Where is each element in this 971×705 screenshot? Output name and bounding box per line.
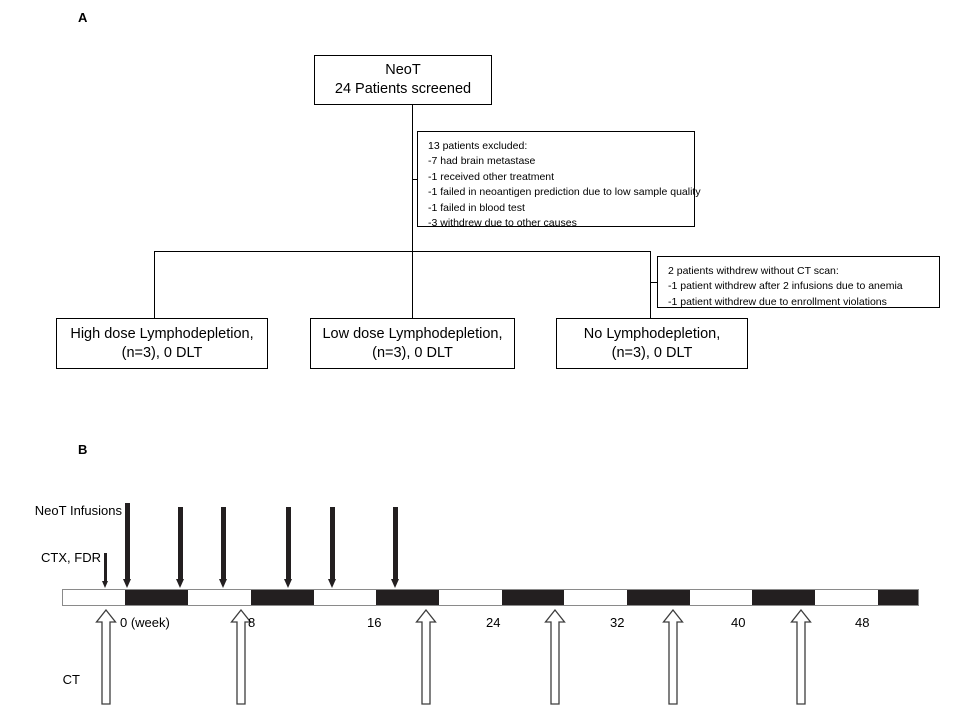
axis-tick-label: 8 <box>248 615 256 630</box>
timeline-segment <box>439 590 502 605</box>
axis-tick-label: 48 <box>855 615 870 630</box>
connector-split-bar <box>154 251 651 253</box>
exclusion-note-box: 13 patients excluded: -7 had brain metas… <box>417 131 701 229</box>
timeline-segment <box>752 590 815 605</box>
exclusion-note-header: 13 patients excluded: <box>428 140 528 152</box>
conditioning-arrow <box>102 553 109 588</box>
infusion-arrow <box>123 503 132 588</box>
ct-arrow <box>544 609 566 705</box>
axis-tick-label: 32 <box>610 615 625 630</box>
screening-box: NeoT 24 Patients screened <box>314 55 492 105</box>
ct-arrow <box>662 609 684 705</box>
screening-box-line2: 24 Patients screened <box>334 81 472 97</box>
axis-tick-label: 0 (week) <box>120 615 170 630</box>
arm-box-no-depletion: No Lymphodepletion, (n=3), 0 DLT <box>556 318 748 369</box>
withdrawal-note-header: 2 patients withdrew without CT scan: <box>668 265 839 277</box>
timeline-segment <box>627 590 690 605</box>
exclusion-note-item: -1 failed in blood test <box>428 201 525 214</box>
exclusion-note-item: -7 had brain metastase <box>428 155 536 168</box>
timeline-segment <box>314 590 376 605</box>
timeline-segment <box>251 590 314 605</box>
connector-drop-arm3 <box>650 251 652 318</box>
timeline-segment <box>564 590 627 605</box>
timeline-segment <box>188 590 251 605</box>
arm-box-line1: No Lymphodepletion, <box>583 325 721 342</box>
panel-label-a: A <box>78 10 88 25</box>
infusion-arrow <box>219 507 228 588</box>
timeline-segment <box>125 590 188 605</box>
exclusion-note-item: -1 received other treatment <box>428 170 555 183</box>
panel-label-b: B <box>78 442 88 457</box>
withdrawal-note-box: 2 patients withdrew without CT scan: -1 … <box>657 256 940 308</box>
arm-box-low-dose: Low dose Lymphodepletion, (n=3), 0 DLT <box>310 318 515 369</box>
arm-box-line2: (n=3), 0 DLT <box>611 344 693 361</box>
timeline-bar <box>62 589 919 606</box>
withdrawal-note-item: -1 patient withdrew due to enrollment vi… <box>668 295 887 308</box>
axis-tick-label: 16 <box>367 615 382 630</box>
screening-box-line1: NeoT <box>385 62 421 78</box>
timeline-label-conditioning: CTX, FDR <box>41 550 101 565</box>
arm-box-line2: (n=3), 0 DLT <box>372 344 453 361</box>
ct-arrow <box>230 609 252 705</box>
timeline-label-infusions: NeoT Infusions <box>34 503 122 518</box>
exclusion-note-item: -1 failed in neoantigen prediction due t… <box>428 186 701 199</box>
timeline-label-ct: CT <box>62 672 80 687</box>
connector-spine-main <box>412 105 414 252</box>
arm-box-line1: High dose Lymphodepletion, <box>70 325 254 342</box>
timeline-segment <box>815 590 878 605</box>
ct-arrow <box>790 609 812 705</box>
connector-exclusion-stub <box>412 179 418 181</box>
exclusion-note-item: -3 withdrew due to other causes <box>428 217 577 230</box>
infusion-arrow <box>176 507 185 588</box>
infusion-arrow <box>328 507 337 588</box>
timeline-segment <box>502 590 564 605</box>
timeline-segment <box>63 590 125 605</box>
arm-box-high-dose: High dose Lymphodepletion, (n=3), 0 DLT <box>56 318 268 369</box>
infusion-arrow <box>284 507 293 588</box>
infusion-arrow <box>391 507 400 588</box>
timeline-segment <box>376 590 439 605</box>
ct-arrow <box>415 609 437 705</box>
axis-tick-label: 40 <box>731 615 746 630</box>
axis-tick-label: 24 <box>486 615 501 630</box>
connector-withdrawal-stub <box>650 282 658 284</box>
arm-box-line1: Low dose Lymphodepletion, <box>322 325 503 342</box>
connector-drop-arm2 <box>412 251 414 318</box>
withdrawal-note-item: -1 patient withdrew after 2 infusions du… <box>668 280 903 293</box>
ct-arrow <box>95 609 117 705</box>
connector-drop-arm1 <box>154 251 156 318</box>
timeline-segment <box>690 590 752 605</box>
arm-box-line2: (n=3), 0 DLT <box>121 344 203 361</box>
timeline-segment <box>878 590 918 605</box>
